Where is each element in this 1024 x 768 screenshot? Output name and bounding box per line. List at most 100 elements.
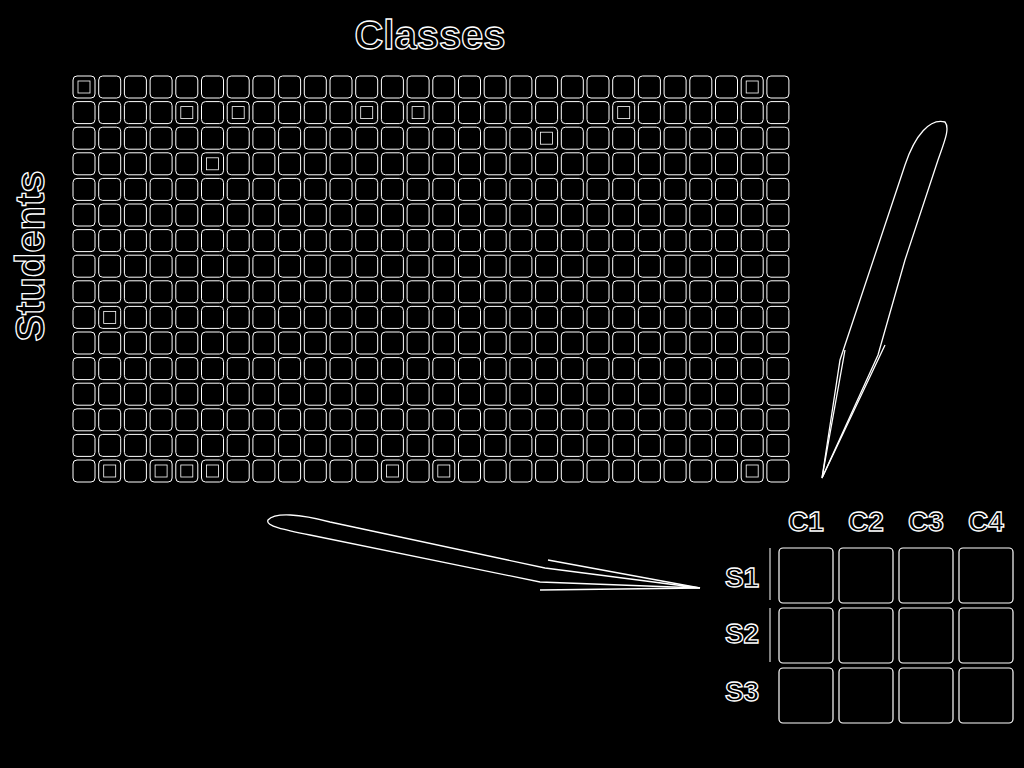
grid-cell: [99, 306, 121, 328]
grid-cell: [407, 102, 429, 124]
grid-cell: [330, 409, 352, 431]
grid-cell: [716, 178, 738, 200]
grid-cell: [561, 332, 583, 354]
grid-cell: [124, 383, 146, 405]
grid-cell: [716, 306, 738, 328]
grid-cell: [638, 127, 660, 149]
grid-cell: [407, 127, 429, 149]
grid-cell: [716, 230, 738, 252]
grid-cell: [202, 153, 224, 175]
grid-cell: [304, 409, 326, 431]
grid-cell: [664, 230, 686, 252]
grid-cell: [253, 127, 275, 149]
grid-cell: [664, 358, 686, 380]
grid-cell: [510, 76, 532, 98]
grid-cell: [124, 204, 146, 226]
grid-cell: [767, 255, 789, 277]
grid-cell: [484, 460, 506, 482]
grid-cell: [510, 204, 532, 226]
grid-cell: [99, 153, 121, 175]
grid-cell: [279, 281, 301, 303]
grid-cell: [279, 434, 301, 456]
grid-cell: [716, 204, 738, 226]
grid-cell: [227, 332, 249, 354]
grid-cell: [484, 76, 506, 98]
grid-cell: [484, 127, 506, 149]
grid-cell: [99, 332, 121, 354]
grid-cell: [613, 281, 635, 303]
grid-cell: [561, 153, 583, 175]
grid-cell: [561, 306, 583, 328]
grid-cell: [304, 383, 326, 405]
grid-cell: [484, 178, 506, 200]
grid-cell: [227, 153, 249, 175]
column-label: C3: [908, 508, 944, 536]
grid-cell: [767, 204, 789, 226]
grid-cell: [690, 230, 712, 252]
grid-cell: [73, 358, 95, 380]
grid-cell: [690, 204, 712, 226]
grid-cell: [73, 204, 95, 226]
grid-cell: [150, 230, 172, 252]
cell-mark: [207, 158, 219, 170]
grid-cell: [587, 383, 609, 405]
grid-cell: [433, 204, 455, 226]
grid-cell: [741, 281, 763, 303]
grid-cell: [459, 230, 481, 252]
grid-cell: [407, 460, 429, 482]
grid-cell: [433, 153, 455, 175]
grid-cell: [330, 127, 352, 149]
grid-cell: [536, 383, 558, 405]
grid-cell: [741, 306, 763, 328]
grid-cell: [767, 383, 789, 405]
grid-cell: [536, 102, 558, 124]
grid-cell: [587, 281, 609, 303]
grid-cell: [561, 230, 583, 252]
grid-cell: [536, 434, 558, 456]
cell-mark: [361, 107, 373, 119]
grid-cell: [664, 102, 686, 124]
grid-cell: [613, 358, 635, 380]
grid-cell: [279, 153, 301, 175]
grid-cell: [279, 255, 301, 277]
grid-cell: [304, 102, 326, 124]
grid-cell: [202, 306, 224, 328]
grid-cell: [716, 409, 738, 431]
grid-cell: [587, 102, 609, 124]
grid-cell: [356, 306, 378, 328]
grid-cell: [510, 153, 532, 175]
grid-cell: [253, 281, 275, 303]
grid-cell: [433, 281, 455, 303]
grid-cell: [356, 409, 378, 431]
grid-cell: [510, 102, 532, 124]
grid-cell: [407, 255, 429, 277]
grid-cell: [613, 255, 635, 277]
grid-cell: [407, 178, 429, 200]
grid-cell: [484, 332, 506, 354]
grid-cell: [741, 332, 763, 354]
grid-cell: [561, 409, 583, 431]
grid-cell: [176, 204, 198, 226]
grid-cell: [767, 178, 789, 200]
grid-cell: [638, 332, 660, 354]
grid-cell: [433, 306, 455, 328]
grid-cell: [459, 306, 481, 328]
grid-cell: [638, 358, 660, 380]
grid-cell: [767, 358, 789, 380]
grid-cell: [381, 102, 403, 124]
grid-cell: [304, 281, 326, 303]
cell-mark: [181, 465, 193, 477]
grid-cell: [150, 383, 172, 405]
grid-cell: [536, 281, 558, 303]
grid-cell: [767, 460, 789, 482]
grid-cell: [587, 255, 609, 277]
grid-cell: [510, 127, 532, 149]
grid-cell: [587, 358, 609, 380]
grid-cell: [330, 178, 352, 200]
grid-cell: [356, 434, 378, 456]
grid-cell: [304, 204, 326, 226]
grid-cell: [690, 358, 712, 380]
grid-cell: [381, 153, 403, 175]
grid-cell: [124, 358, 146, 380]
grid-cell: [176, 178, 198, 200]
